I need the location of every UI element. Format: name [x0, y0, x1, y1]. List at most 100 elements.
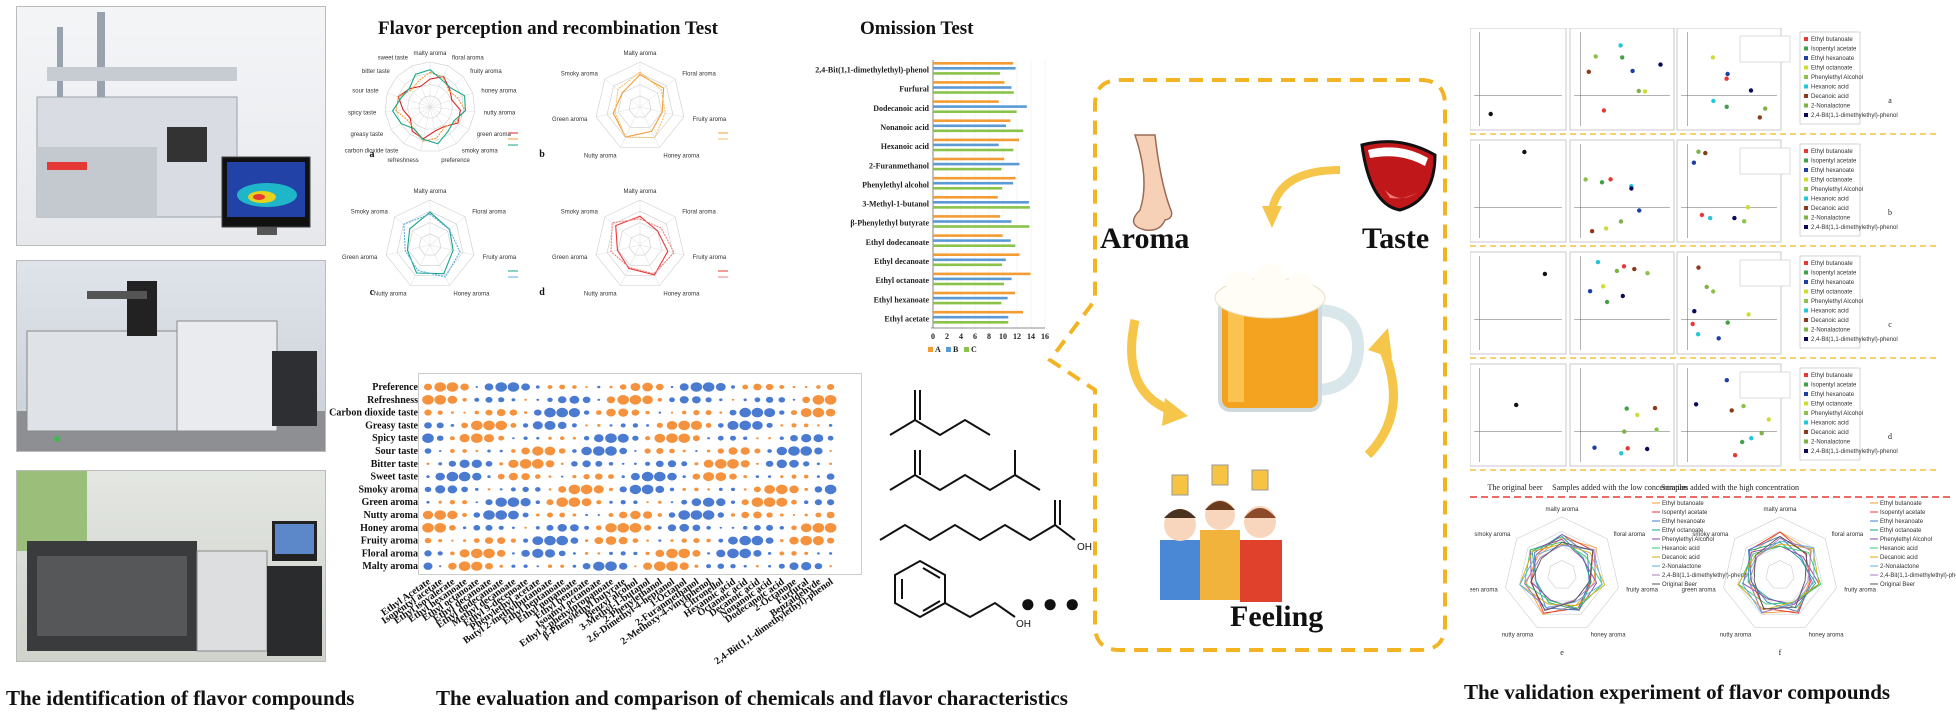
radar-spoke	[420, 106, 431, 152]
heatmap-bubble	[617, 395, 629, 405]
legend-label: Original Beer	[1662, 582, 1697, 588]
heatmap-bubble	[523, 564, 528, 568]
radar-grid	[628, 233, 652, 256]
legend-label: Ethyl butanoate	[1880, 501, 1922, 507]
heatmap-bubble	[485, 563, 493, 570]
scatter-point	[1625, 446, 1630, 451]
scatter-point	[1603, 226, 1609, 231]
heatmap-bubble	[731, 526, 735, 529]
heatmap-bubble	[804, 513, 808, 517]
heatmap-bubble	[521, 447, 530, 455]
heatmap-bubble	[655, 460, 664, 467]
radar-axis-label: honey aroma	[481, 88, 517, 94]
heatmap-bubble	[801, 562, 812, 571]
bar-A	[933, 176, 1016, 180]
validation-scatter-1-1	[1569, 139, 1675, 243]
heatmap-bubble	[765, 396, 774, 403]
flavor-test-title: Flavor perception and recombination Test	[378, 18, 718, 39]
heatmap-bubble	[446, 382, 459, 392]
heatmap-bubble	[645, 436, 651, 441]
heatmap-bubble	[667, 472, 677, 481]
heatmap-row-label: Smoky aroma	[358, 484, 418, 495]
radar-axis-label: Smoky aroma	[351, 209, 389, 215]
category-label: Dodecanoic acid	[873, 104, 929, 113]
heatmap-bubble	[524, 411, 528, 414]
radar-axis-label: Green aroma	[342, 255, 378, 261]
scatter-point	[1759, 431, 1764, 436]
radar-axis-label: sweet taste	[378, 56, 409, 62]
heatmap-bubble	[458, 561, 471, 571]
heatmap-bubble	[763, 497, 776, 507]
heatmap-bubble	[717, 512, 724, 518]
heatmap-bubble	[580, 484, 593, 495]
heatmap-bubble	[692, 435, 700, 442]
radar-axis-label: Honey aroma	[453, 292, 490, 298]
scatter-point	[1741, 403, 1746, 409]
radar-spoke	[396, 76, 431, 108]
radar-grid	[385, 199, 475, 286]
heatmap-bubble	[572, 449, 577, 453]
bar-A	[933, 157, 1005, 161]
scatter-frame	[1569, 28, 1675, 131]
heatmap-bubble	[790, 410, 798, 416]
heatmap-bubble	[631, 409, 640, 416]
heatmap-bubble	[719, 411, 723, 414]
heatmap-bubble	[715, 459, 727, 469]
heatmap-bubble	[645, 551, 650, 556]
heatmap-bubble	[817, 424, 820, 427]
heatmap-bubble	[523, 538, 529, 543]
flow-diagram	[1047, 78, 1447, 652]
heatmap-bubble	[423, 383, 433, 391]
heatmap-bubble	[434, 395, 446, 405]
legend-label: Ethyl hexanoate	[1811, 392, 1855, 398]
radar-axis-label: nutty aroma	[484, 111, 516, 117]
heatmap-bubble	[483, 548, 495, 559]
ellipsis: ● ● ●	[1020, 589, 1080, 618]
heatmap-bubble	[751, 535, 764, 546]
heatmap-bubble	[751, 497, 764, 507]
scatter-point	[1595, 259, 1601, 265]
heatmap-bubble	[813, 434, 824, 443]
heatmap-bubble	[779, 410, 785, 415]
heatmap-bubble	[632, 423, 639, 428]
heatmap-bubble	[718, 487, 723, 491]
heatmap-bubble	[792, 398, 796, 401]
radar-axis-label: nutty aroma	[1502, 633, 1534, 639]
radar-grid	[595, 199, 685, 286]
scatter-point	[1645, 271, 1650, 276]
heatmap-row-label: Greasy taste	[365, 420, 418, 431]
ethyl-acetate-structure	[889, 390, 991, 437]
scatter-point	[1488, 111, 1493, 117]
heatmap-bubble	[436, 422, 444, 429]
heatmap-bubble	[459, 434, 470, 443]
heatmap-bubble	[510, 423, 517, 428]
legend-swatch	[1804, 56, 1808, 60]
heatmap-bubble	[424, 550, 432, 557]
heatmap-bubble	[679, 396, 689, 404]
heatmap-bubble	[730, 435, 736, 441]
heatmap-bubble	[448, 562, 457, 570]
legend-label: C	[971, 345, 977, 354]
radar-series-line	[612, 73, 665, 138]
radar-axis-label: floral aroma	[452, 56, 484, 62]
radar-grid	[1765, 560, 1795, 589]
heatmap-bubble	[824, 484, 837, 495]
heatmap-bubble	[495, 382, 507, 392]
scatter-point	[1740, 439, 1745, 445]
legend-swatch	[1804, 206, 1808, 210]
heatmap-bubble	[495, 497, 507, 507]
heatmap-bubble	[450, 424, 455, 427]
radar-grid	[1751, 545, 1809, 602]
heatmap-bubble	[462, 526, 467, 530]
heatmap-bubble	[776, 446, 787, 456]
heatmap-bubble	[511, 564, 516, 568]
heatmap-bubble	[632, 435, 639, 441]
legend-label: Isopentyl acetate	[1662, 510, 1708, 516]
legend-swatch	[1804, 187, 1808, 191]
bar-C	[933, 91, 1014, 94]
radar-series-line	[615, 215, 669, 276]
heatmap-bubble	[520, 498, 531, 507]
scatter-point	[1593, 54, 1598, 59]
heatmap-bubble	[812, 523, 825, 533]
